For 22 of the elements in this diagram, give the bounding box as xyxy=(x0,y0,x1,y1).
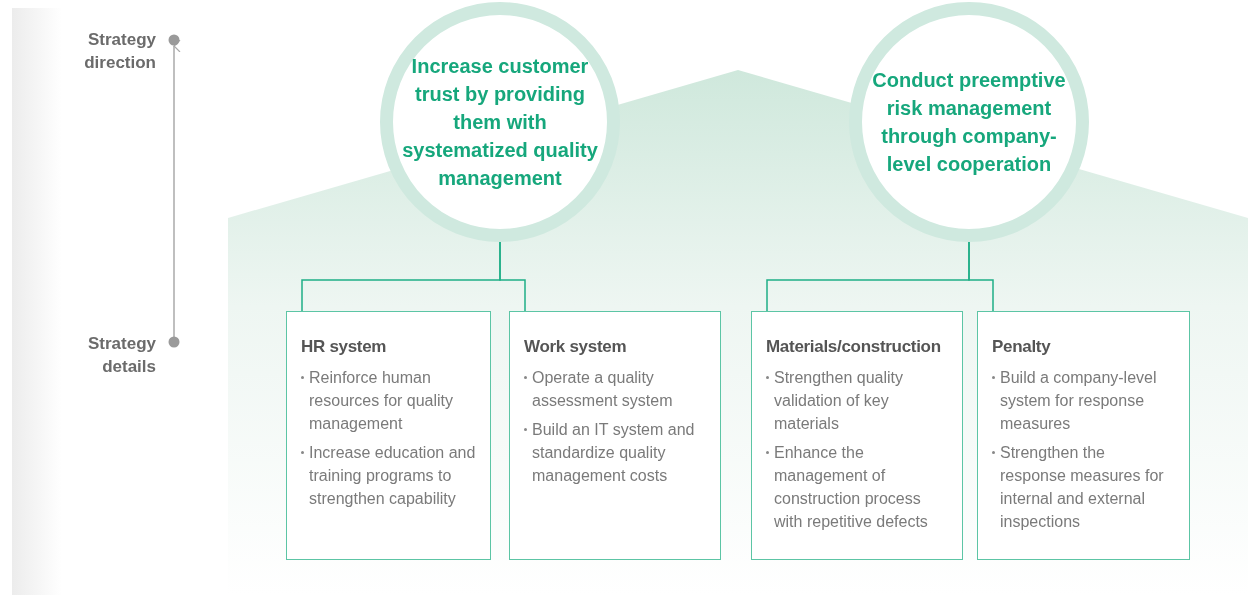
bullet-text: Build a company-level system for response measures xyxy=(1000,368,1158,434)
axis-label: Strategy details xyxy=(86,333,156,378)
detail-box xyxy=(751,311,963,560)
axis-label: Strategy direction xyxy=(83,29,156,74)
detail-box xyxy=(977,311,1190,560)
box-heading: Work system xyxy=(524,336,628,358)
bullet-text: Strengthen quality validation of key materials xyxy=(774,368,904,434)
connector-line xyxy=(968,241,994,312)
bullet-text: Strengthen the response measures for internal and external inspections xyxy=(1000,443,1165,532)
bullet-text: Reinforce human resources for quality management xyxy=(309,368,455,434)
detail-box xyxy=(509,311,721,560)
bullet-text: Operate a quality assessment system xyxy=(532,368,674,411)
bullet-text: Build an IT system and standardize quality management costs xyxy=(532,420,696,486)
box-heading: HR system xyxy=(301,336,388,358)
circle-text: Conduct preemptive risk management through company-level cooperation xyxy=(871,68,1067,177)
box-heading: Penalty xyxy=(992,336,1052,358)
bullet-text: Enhance the management of construction process with repetitive defects xyxy=(774,443,929,532)
connector-line xyxy=(499,241,526,312)
bullet-text: Increase education and training programs to strengthen capability xyxy=(309,443,476,509)
box-heading: Materials/construction xyxy=(766,336,942,358)
detail-box xyxy=(286,311,491,560)
circle-text: Increase customer trust by providing them with systematized quality management xyxy=(402,54,598,191)
